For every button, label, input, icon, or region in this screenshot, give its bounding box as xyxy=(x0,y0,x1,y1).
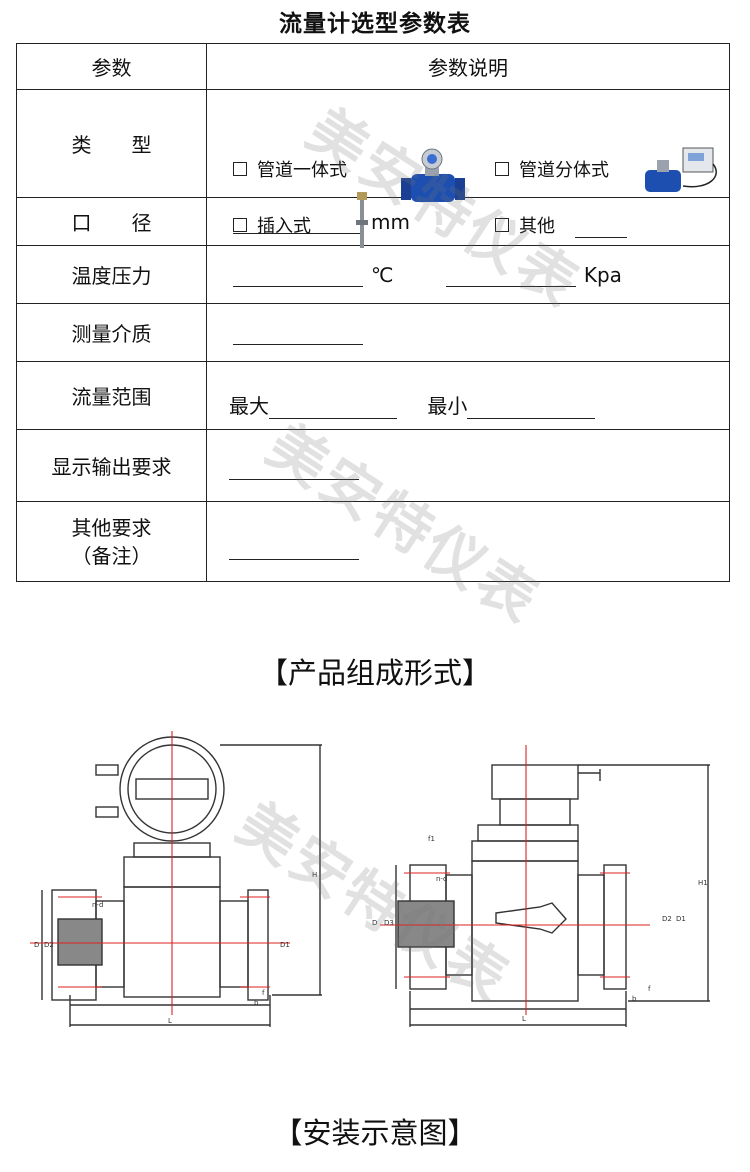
temp-pressure-label: 温度压力 xyxy=(16,245,207,304)
pressure-unit: Kpa xyxy=(583,262,622,287)
page-title: 流量计选型参数表 xyxy=(279,11,471,37)
label-b-left: b xyxy=(254,999,259,1007)
flow-max-label: 最大 xyxy=(229,394,269,418)
checkbox-icon[interactable] xyxy=(495,161,509,176)
label-D2-left: D2 xyxy=(44,941,54,949)
label-b-right: b xyxy=(632,995,637,1003)
label-f-right: f xyxy=(648,985,651,993)
type-options-cell: 管道一体式 管道分体式 xyxy=(206,89,730,248)
flow-range-label: 流量范围 xyxy=(16,361,207,430)
integrated-meter-image xyxy=(401,148,465,202)
label-f1-right: f1 xyxy=(428,835,435,843)
checkbox-icon[interactable] xyxy=(495,217,509,232)
other-requirements-label: 其他要求 （备注） xyxy=(16,501,207,582)
medium-cell xyxy=(206,303,730,362)
label-H1-right: H1 xyxy=(698,879,708,887)
label-L-right: L xyxy=(522,1015,526,1023)
medium-label: 测量介质 xyxy=(16,303,207,362)
label-f-left: f xyxy=(262,989,265,997)
option-other[interactable]: 其他 xyxy=(495,212,627,238)
other-requirements-input[interactable] xyxy=(229,559,359,560)
section-title-composition: 【产品组成形式】 xyxy=(258,656,491,690)
flow-range-cell: 最大 最小 xyxy=(206,361,730,430)
label-D3-right: D3 xyxy=(384,919,394,927)
temp-pressure-cell: ℃ Kpa xyxy=(206,245,730,304)
type-label: 类 型 xyxy=(16,89,207,198)
label-L-left: L xyxy=(168,1017,172,1025)
label-n-d-right: n-d xyxy=(436,875,447,883)
technical-drawing: n-d D D2 D1 H L b f f1 n-d D D3 D2 D1 H1… xyxy=(30,731,710,1027)
insertion-meter-image xyxy=(356,191,368,248)
temp-input[interactable] xyxy=(233,285,363,287)
label-D2-right: D2 xyxy=(662,915,672,923)
flow-max-input[interactable] xyxy=(269,418,397,419)
label-n-d-left: n-d xyxy=(92,901,103,909)
label-D1-left: D1 xyxy=(280,941,290,949)
diameter-input[interactable] xyxy=(233,232,363,234)
flow-min-label: 最小 xyxy=(427,394,468,418)
checkbox-icon[interactable] xyxy=(233,161,247,176)
checkbox-icon[interactable] xyxy=(233,217,247,232)
label-D1-right: D1 xyxy=(676,915,686,923)
option-integrated[interactable]: 管道一体式 xyxy=(233,156,347,182)
label-H-left: H xyxy=(312,871,317,879)
diameter-unit: mm xyxy=(371,209,410,234)
label-D-left: D xyxy=(34,941,39,949)
option-insertion[interactable]: 插入式 xyxy=(233,212,311,238)
display-output-cell xyxy=(206,429,730,502)
spec-table: 参数 参数说明 类 型 管道一体式 管道分体式 xyxy=(16,43,730,582)
display-output-input[interactable] xyxy=(229,479,359,480)
pressure-input[interactable] xyxy=(445,285,576,287)
header-desc: 参数说明 xyxy=(206,43,730,90)
label-D-right: D xyxy=(372,919,377,927)
flow-min-input[interactable] xyxy=(467,418,596,419)
medium-input[interactable] xyxy=(233,343,363,345)
display-output-label: 显示输出要求 xyxy=(16,429,207,502)
temp-unit: ℃ xyxy=(371,262,394,287)
split-meter-image xyxy=(645,147,717,192)
header-param: 参数 xyxy=(16,43,207,90)
other-requirements-cell xyxy=(206,501,730,582)
diameter-label: 口 径 xyxy=(16,197,207,246)
option-split[interactable]: 管道分体式 xyxy=(495,156,609,182)
section-title-installation: 【安装示意图】 xyxy=(273,1116,477,1150)
